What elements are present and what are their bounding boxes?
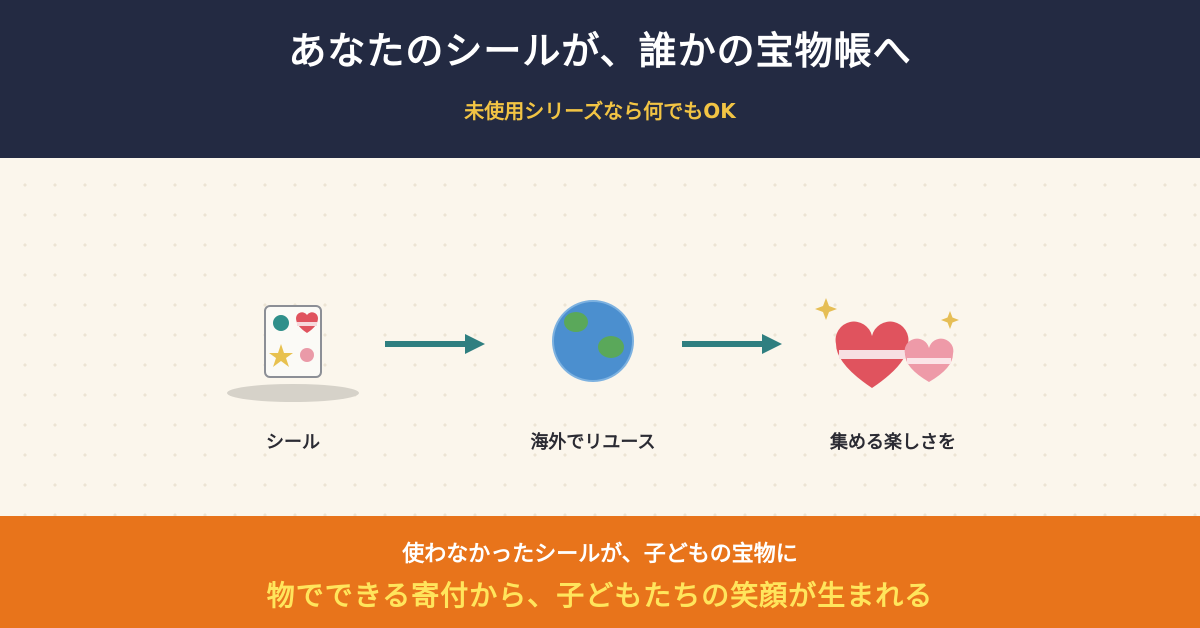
footer-banner: 使わなかったシールが、子どもの宝物に 物でできる寄付から、子どもたちの笑顔が生ま… <box>0 516 1200 628</box>
page-title: あなたのシールが、誰かの宝物帳へ <box>288 29 912 73</box>
step-label-collect: 集める楽しさを <box>830 432 956 453</box>
footer-tagline: 物でできる寄付から、子どもたちの笑顔が生まれる <box>266 579 934 612</box>
globe-icon <box>552 300 634 382</box>
arrow-icon <box>385 334 485 354</box>
hearts-sparkle-icon <box>815 298 959 388</box>
footer-message: 使わなかったシールが、子どもの宝物に <box>402 542 798 567</box>
arrow-icon <box>682 334 782 354</box>
process-section: シール 海外でリユース 集める楽しさを <box>0 158 1200 516</box>
page-subtitle: 未使用シリーズなら何でもOK <box>464 99 736 123</box>
step-label-sticker: シール <box>266 432 320 453</box>
sticker-sheet-icon <box>227 305 359 402</box>
header-banner: あなたのシールが、誰かの宝物帳へ 未使用シリーズなら何でもOK <box>0 0 1200 158</box>
step-label-reuse: 海外でリユース <box>530 432 656 453</box>
